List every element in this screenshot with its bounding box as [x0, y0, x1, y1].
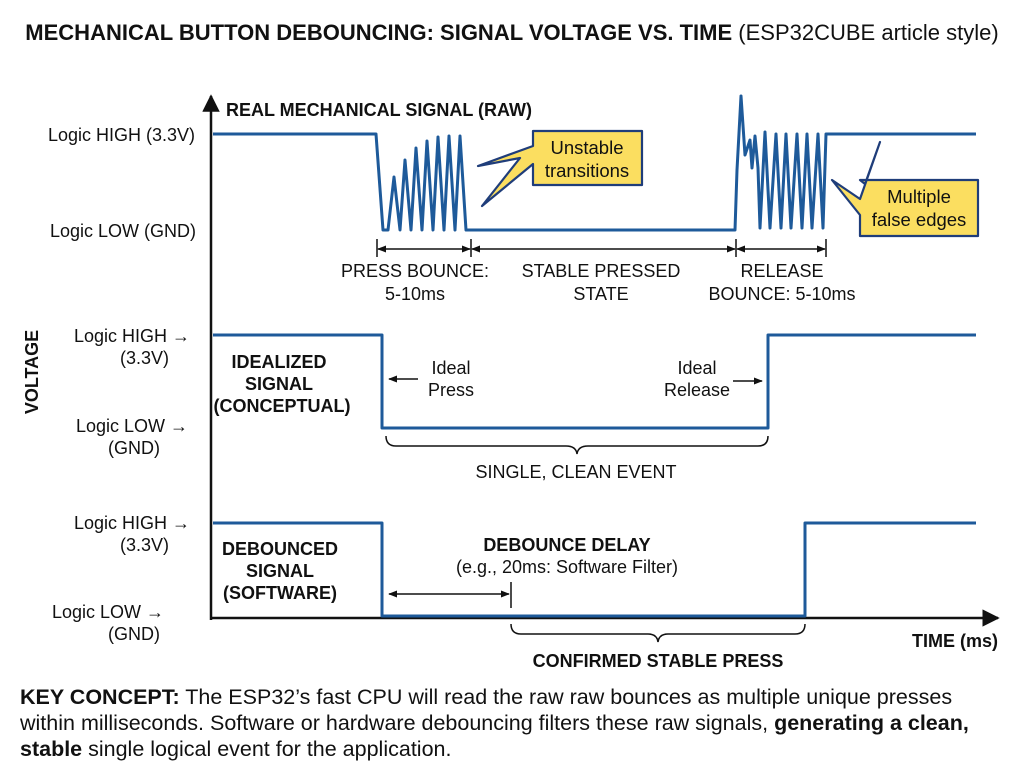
ideal-low-label-line1: Logic LOW → [76, 416, 188, 436]
debounced-panel: Logic HIGH → (3.3V) Logic LOW → (GND) DE… [52, 513, 976, 671]
ideal-low-label-line2: (GND) [108, 438, 160, 458]
deb-low-label-line2: (GND) [108, 624, 160, 644]
ideal-title-line2: SIGNAL [245, 374, 313, 394]
title-suffix: (ESP32CUBE article style) [732, 20, 999, 45]
press-bounce-line2: 5-10ms [385, 284, 445, 304]
raw-low-label: Logic LOW (GND) [50, 221, 196, 241]
debounce-delay-line1: DEBOUNCE DELAY [483, 535, 650, 555]
callout-false-edges: Multiple false edges [830, 140, 980, 238]
diagram-title: MECHANICAL BUTTON DEBOUNCING: SIGNAL VOL… [0, 18, 1024, 48]
stable-pressed-line2: STATE [573, 284, 628, 304]
callout-unstable-line2: transitions [545, 160, 629, 181]
ideal-press-line2: Press [428, 380, 474, 400]
callout-false-edges-line2: false edges [872, 209, 967, 230]
ideal-release-line2: Release [664, 380, 730, 400]
key-concept: KEY CONCEPT: The ESP32’s fast CPU will r… [20, 684, 1010, 762]
key-concept-bold: generating a clean, stable [20, 711, 969, 761]
ideal-high-label-line2: (3.3V) [120, 348, 169, 368]
release-bounce-line1: RELEASE [740, 261, 823, 281]
key-concept-text2: single logical event for the application… [82, 737, 452, 761]
debounced-title-line2: SIGNAL [246, 561, 314, 581]
bounce-dimension-line [376, 239, 827, 257]
callout-unstable-transitions: Unstable transitions [476, 129, 644, 208]
ideal-panel: Logic HIGH → (3.3V) Logic LOW → (GND) ID… [74, 326, 976, 482]
raw-panel: REAL MECHANICAL SIGNAL (RAW) Logic HIGH … [48, 94, 980, 304]
ideal-high-label-line1: Logic HIGH → [74, 326, 190, 346]
deb-high-label-line2: (3.3V) [120, 535, 169, 555]
ideal-title-line3: (CONCEPTUAL) [214, 396, 351, 416]
stable-pressed-line1: STABLE PRESSED [522, 261, 681, 281]
debounced-title-line3: (SOFTWARE) [223, 583, 337, 603]
press-bounce-line1: PRESS BOUNCE: [341, 261, 489, 281]
single-event-label: SINGLE, CLEAN EVENT [475, 462, 676, 482]
y-axis-label: VOLTAGE [22, 330, 42, 414]
timing-diagram: VOLTAGE TIME (ms) REAL MECHANICAL SIGNAL… [22, 94, 1000, 671]
deb-low-label-line1: Logic LOW → [52, 602, 164, 622]
debounced-title-line1: DEBOUNCED [222, 539, 338, 559]
ideal-press-line1: Ideal [431, 358, 470, 378]
key-concept-text1: The ESP32’s fast CPU will read the raw r… [20, 685, 953, 735]
callout-unstable-line1: Unstable [550, 137, 623, 158]
deb-high-label-line1: Logic HIGH → [74, 513, 190, 533]
ideal-title-line1: IDEALIZED [231, 352, 326, 372]
raw-signal [213, 94, 976, 232]
release-bounce-line2: BOUNCE: 5-10ms [708, 284, 855, 304]
raw-high-label: Logic HIGH (3.3V) [48, 125, 195, 145]
callout-false-edges-line1: Multiple [887, 186, 951, 207]
event-brace [385, 435, 769, 455]
key-concept-lead: KEY CONCEPT: [20, 685, 180, 709]
debounced-signal [213, 521, 976, 618]
confirmed-brace [510, 623, 806, 643]
ideal-release-line1: Ideal [677, 358, 716, 378]
title-main: MECHANICAL BUTTON DEBOUNCING: SIGNAL VOL… [25, 20, 733, 45]
ideal-signal [213, 333, 976, 430]
debounce-delay-line2: (e.g., 20ms: Software Filter) [456, 557, 678, 577]
raw-panel-title: REAL MECHANICAL SIGNAL (RAW) [226, 100, 532, 120]
x-axis-label: TIME (ms) [912, 631, 998, 651]
confirmed-stable-label: CONFIRMED STABLE PRESS [533, 651, 784, 671]
